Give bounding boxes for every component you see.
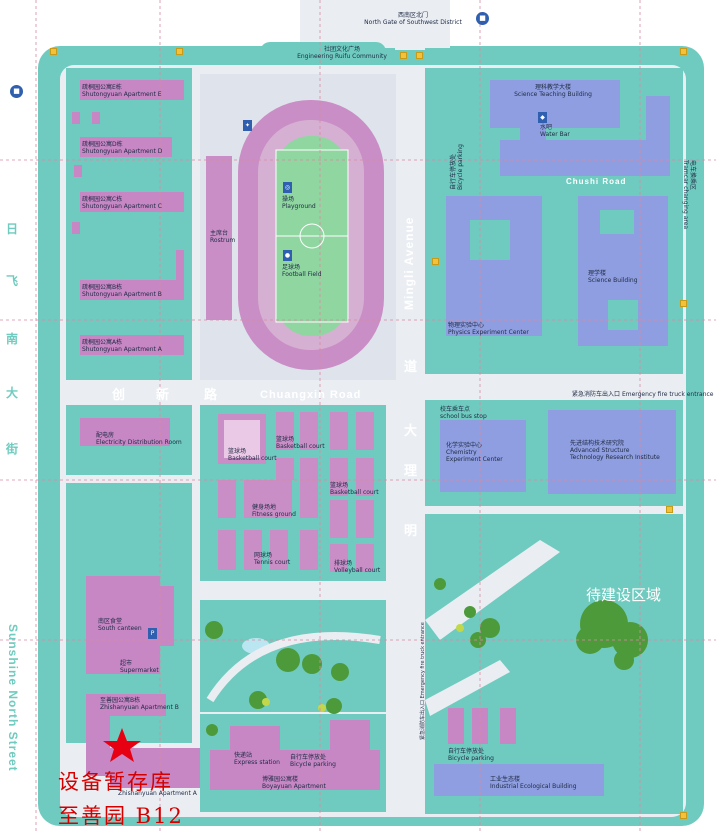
- grid-marker: [176, 48, 183, 55]
- grid-marker: [680, 812, 687, 819]
- annotation-line-2: 至善园 B12: [58, 804, 184, 828]
- parking-icon: P: [148, 628, 157, 639]
- chuangxin-cn-1: 创: [112, 387, 127, 402]
- chuangxin-road-label: Chuangxin Road: [260, 389, 362, 401]
- mingli-avenue-label: Mingli Avenue: [402, 216, 416, 310]
- electricity-room: [80, 418, 170, 446]
- apartment-d: [80, 137, 172, 157]
- sunshine-street-label: Sunshine North Street: [6, 624, 20, 772]
- emergency-2-label: 紧急消防车出入口 Emergency fire truck entrance: [420, 622, 426, 740]
- bus-icon[interactable]: ■: [476, 12, 489, 25]
- grid-marker: [680, 300, 687, 307]
- court-grid: [218, 412, 374, 572]
- grid-marker: [432, 258, 439, 265]
- mingli-cn-3: 理: [404, 463, 419, 478]
- zhishanyuan-b: [86, 694, 166, 716]
- bus-icon[interactable]: ■: [10, 85, 23, 98]
- south-canteen: [86, 576, 160, 674]
- apartment-a: [80, 335, 184, 355]
- mingli-cn-4: 道: [404, 359, 419, 374]
- ruifu-community: [260, 42, 386, 64]
- boyayuan-apartment: [210, 750, 380, 790]
- rifei-cn-4: 大: [6, 386, 20, 400]
- zhishanyuan-a-label: Zhishanyuan Apartment A: [118, 790, 197, 797]
- water-bar-icon: ◆: [538, 112, 547, 123]
- grid-marker: [400, 52, 407, 59]
- west-block: [66, 68, 192, 380]
- rifei-cn-2: 飞: [6, 274, 20, 288]
- mingli-cn-1: 大: [404, 423, 419, 438]
- grid-marker: [680, 48, 687, 55]
- express-station: [230, 726, 280, 750]
- grid-marker: [666, 506, 673, 513]
- annotation-line-1: 设备暂存库: [58, 770, 173, 794]
- rifei-cn-1: 日: [6, 222, 20, 236]
- apartment-e: [80, 80, 184, 100]
- rifei-cn-3: 南: [6, 332, 20, 346]
- grid-marker: [416, 52, 423, 59]
- industrial-ecological-building: [434, 764, 604, 796]
- chuangxin-cn-3: 路: [204, 387, 219, 402]
- apartment-c: [80, 192, 184, 212]
- rifei-cn-5: 街: [6, 442, 20, 456]
- chushi-road-label: Chushi Road: [566, 177, 627, 186]
- mingli-cn-2: 明: [404, 523, 419, 538]
- chuangxin-cn-2: 新: [156, 387, 171, 402]
- rostrum: [206, 156, 232, 320]
- football-icon: ●: [283, 250, 292, 261]
- apartment-b: [80, 280, 184, 300]
- sports-icon: ✦: [243, 120, 252, 131]
- science-teaching-building: [490, 80, 620, 128]
- physics-center: [446, 196, 542, 336]
- equipment-storage-marker: [103, 728, 141, 762]
- emergency-label: 紧急消防车出入口 Emergency fire truck entrance: [572, 391, 714, 398]
- playground-icon: ◎: [283, 182, 292, 193]
- trees: [205, 578, 648, 736]
- grid-marker: [50, 48, 57, 55]
- future-area-label: 待建设区域: [586, 586, 662, 604]
